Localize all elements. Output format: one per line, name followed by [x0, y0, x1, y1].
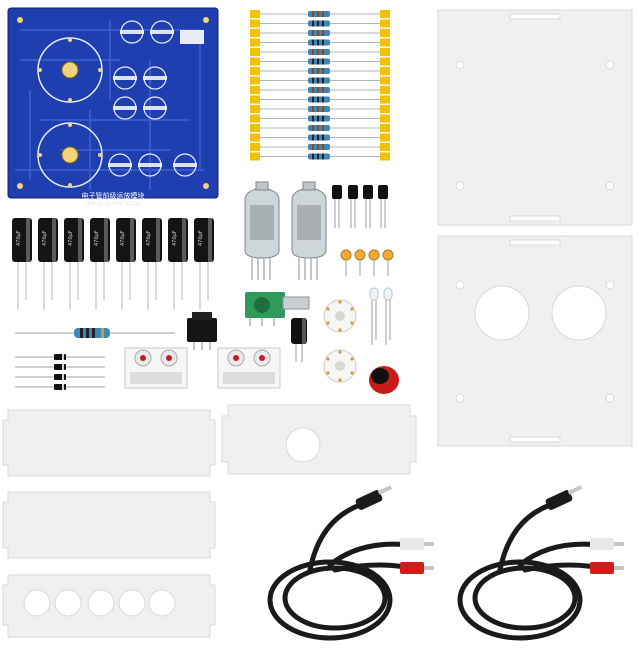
acrylic-side-panel-1 [2, 409, 216, 477]
acrylic-front-panel-holes [2, 574, 216, 638]
resistor [250, 57, 390, 66]
resistor [250, 38, 390, 47]
capacitor-label: 470µF [94, 230, 100, 246]
resistor-strip [250, 10, 390, 161]
electrolytic-capacitor: 470µF [168, 218, 188, 310]
resistor [250, 95, 390, 104]
electrolytic-capacitor: 470µF [64, 218, 84, 310]
resistor [250, 10, 390, 18]
electrolytic-capacitor: 470µF [142, 218, 162, 310]
resistor [250, 48, 390, 56]
audio-cable-left [267, 485, 434, 641]
resistor [250, 19, 390, 28]
audio-cable-right [457, 485, 624, 641]
volume-knob [369, 366, 399, 394]
potentiometer [245, 292, 310, 326]
rca-jack-board-left [124, 347, 188, 389]
tube-socket-1 [323, 299, 357, 333]
capacitor-label: 470µF [42, 230, 48, 246]
electrolytic-capacitor: 470µF [12, 218, 32, 310]
tube-socket-2 [323, 349, 357, 383]
electrolytic-capacitors: 470µF 470µF 470µF 470µF 470µF 470µF 470µF 470µF [12, 218, 214, 310]
capacitor-label: 470µF [146, 230, 152, 246]
axial-resistor [15, 328, 175, 338]
capacitor-label: 470µF [120, 230, 126, 246]
pcb-board: 电子管前级运放模块 2018 11 14_Y110-2812211 [7, 7, 219, 206]
electrolytic-capacitor: 470µF [194, 218, 214, 310]
electrolytic-capacitor: 470µF [38, 218, 58, 310]
acrylic-side-panel-2 [2, 491, 216, 559]
capacitor-label: 470µF [198, 230, 204, 246]
resistor [250, 124, 390, 132]
dc-power-jack [187, 312, 217, 350]
acrylic-panel-bottom-with-holes [437, 235, 633, 447]
resistor [250, 114, 390, 123]
pcb-subtitle: 2018 11 14_Y110-2812211 [85, 201, 141, 206]
acrylic-panel-top [437, 9, 633, 226]
electrolytic-capacitor: 470µF [116, 218, 136, 310]
pcb-title: 电子管前级运放模块 [82, 191, 145, 200]
resistor [250, 67, 390, 75]
transistors [332, 185, 388, 228]
acrylic-back-panel-hole [221, 404, 417, 475]
resistor [250, 152, 390, 161]
leds [369, 287, 393, 345]
resistor [250, 133, 390, 142]
vacuum-tube-right [291, 181, 327, 280]
resistor [250, 29, 390, 37]
resistor [250, 76, 390, 85]
resistor [250, 143, 390, 151]
rca-jack-board-right [217, 347, 281, 389]
resistor [250, 86, 390, 94]
capacitor-label: 470µF [68, 230, 74, 246]
small-electrolytic-capacitor [291, 318, 307, 362]
small-ceramic-caps [340, 249, 394, 276]
resistor [250, 105, 390, 113]
vacuum-tube-left [244, 181, 280, 280]
capacitor-label: 470µF [16, 230, 22, 246]
diodes [15, 354, 105, 390]
electrolytic-capacitor: 470µF [90, 218, 110, 310]
capacitor-label: 470µF [172, 230, 178, 246]
